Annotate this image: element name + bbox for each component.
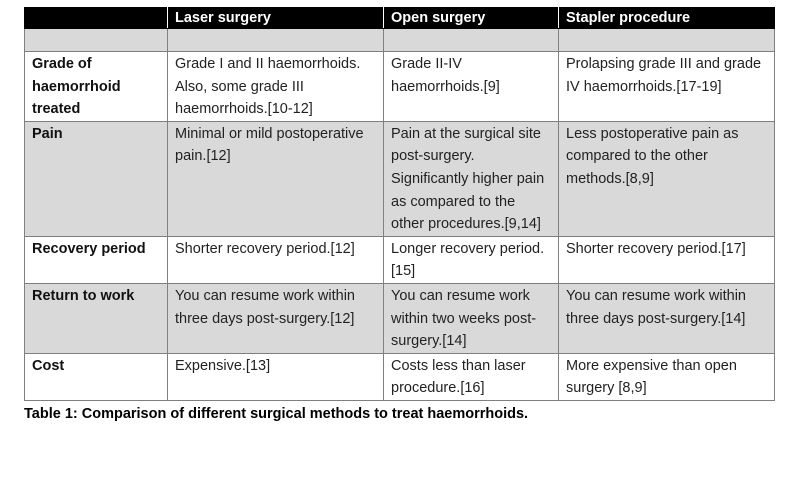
table-spacer-row	[24, 28, 775, 52]
header-cell-stapler-procedure: Stapler procedure	[558, 7, 775, 29]
spacer-cell	[383, 28, 559, 52]
comparison-table: Laser surgery Open surgery Stapler proce…	[24, 7, 775, 401]
cell-cost-laser: Expensive.[13]	[167, 352, 384, 401]
row-label-grade: Grade of haemorrhoid treated	[24, 51, 168, 122]
table-header-row: Laser surgery Open surgery Stapler proce…	[24, 7, 775, 29]
table-row-pain: Pain Minimal or mild postoperative pain.…	[24, 120, 775, 237]
cell-return-stapler: You can resume work within three days po…	[558, 282, 775, 354]
header-cell-laser-surgery: Laser surgery	[167, 7, 384, 29]
cell-return-open: You can resume work within two weeks pos…	[383, 282, 559, 354]
cell-pain-laser: Minimal or mild postoperative pain.[12]	[167, 120, 384, 237]
cell-cost-stapler: More expensive than open surgery [8,9]	[558, 352, 775, 401]
cell-recovery-laser: Shorter recovery period.[12]	[167, 235, 384, 284]
header-cell-open-surgery: Open surgery	[383, 7, 559, 29]
spacer-cell	[558, 28, 775, 52]
cell-recovery-open: Longer recovery period.[15]	[383, 235, 559, 284]
spacer-cell	[24, 28, 168, 52]
table-row-return-to-work: Return to work You can resume work withi…	[24, 282, 775, 354]
table-row-recovery: Recovery period Shorter recovery period.…	[24, 235, 775, 284]
table-caption: Table 1: Comparison of different surgica…	[24, 405, 529, 422]
cell-return-laser: You can resume work within three days po…	[167, 282, 384, 354]
header-cell-empty	[24, 7, 168, 29]
cell-cost-open: Costs less than laser procedure.[16]	[383, 352, 559, 401]
cell-grade-laser: Grade I and II haemorrhoids. Also, some …	[167, 51, 384, 122]
row-label-cost: Cost	[24, 352, 168, 401]
cell-grade-open: Grade II-IV haemorrhoids.[9]	[383, 51, 559, 122]
cell-pain-stapler: Less postoperative pain as compared to t…	[558, 120, 775, 237]
row-label-pain: Pain	[24, 120, 168, 237]
row-label-recovery: Recovery period	[24, 235, 168, 284]
cell-recovery-stapler: Shorter recovery period.[17]	[558, 235, 775, 284]
table-row-grade: Grade of haemorrhoid treated Grade I and…	[24, 51, 775, 122]
comparison-table-container: Laser surgery Open surgery Stapler proce…	[24, 7, 775, 424]
table-row-cost: Cost Expensive.[13] Costs less than lase…	[24, 352, 775, 401]
spacer-cell	[167, 28, 384, 52]
row-label-return-to-work: Return to work	[24, 282, 168, 354]
cell-grade-stapler: Prolapsing grade III and grade IV haemor…	[558, 51, 775, 122]
cell-pain-open: Pain at the surgical site post-surgery. …	[383, 120, 559, 237]
